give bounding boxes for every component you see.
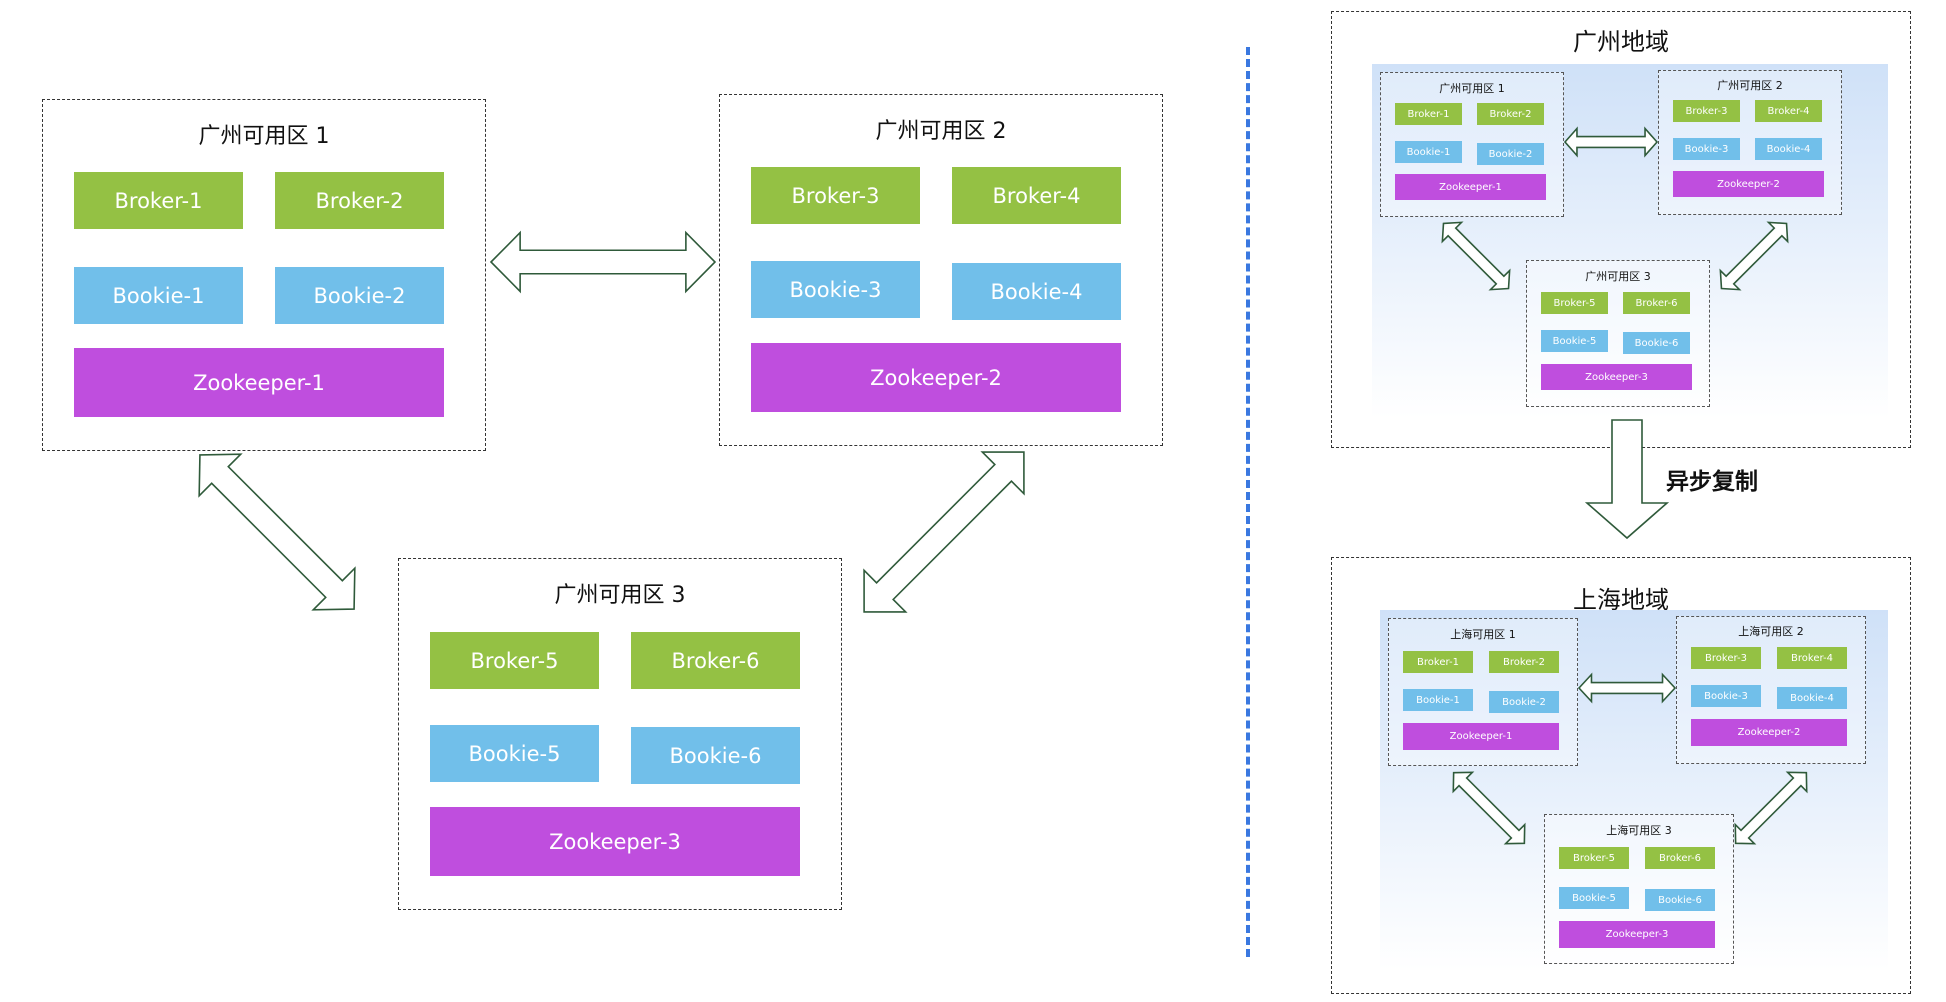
bookie-block: Bookie-2 (275, 267, 444, 324)
mini-zone: 上海可用区 3 Broker-5 Broker-6 Bookie-5 Booki… (1544, 814, 1734, 964)
broker-block: Broker-1 (74, 172, 243, 229)
bookie-block: Bookie-4 (952, 263, 1121, 320)
bookie-block: Bookie-1 (1395, 141, 1462, 163)
zookeeper-block: Zookeeper-1 (74, 348, 444, 417)
mini-zone: 上海可用区 1 Broker-1 Broker-2 Bookie-1 Booki… (1388, 618, 1578, 766)
broker-block: Broker-5 (1559, 847, 1629, 869)
bookie-block: Bookie-3 (751, 261, 920, 318)
mini-zone-title: 广州可用区 1 (1439, 82, 1505, 95)
zone-gz-2: 广州可用区 2 Broker-3 Broker-4 Bookie-3 Booki… (719, 94, 1163, 446)
arrow-zone1-zone2 (490, 231, 716, 293)
mini-zone-title: 上海可用区 3 (1606, 824, 1672, 837)
region-title: 广州地域 (1573, 28, 1669, 56)
zookeeper-block: Zookeeper-3 (1559, 921, 1715, 948)
arrow-mini-gz-1-3 (1433, 213, 1519, 299)
bookie-block: Bookie-6 (1623, 332, 1690, 354)
zone-title: 广州可用区 1 (198, 124, 330, 149)
broker-block: Broker-4 (1755, 100, 1822, 122)
mini-zone: 广州可用区 3 Broker-5 Broker-6 Bookie-5 Booki… (1526, 260, 1710, 407)
zone-gz-3: 广州可用区 3 Broker-5 Broker-6 Bookie-5 Booki… (398, 558, 842, 910)
region-title: 上海地域 (1573, 586, 1669, 614)
broker-block: Broker-5 (430, 632, 599, 689)
broker-block: Broker-4 (952, 167, 1121, 224)
divider-line (1246, 47, 1250, 957)
replication-arrow (1584, 419, 1670, 540)
zone-title: 广州可用区 2 (875, 119, 1007, 144)
zookeeper-block: Zookeeper-2 (1673, 171, 1824, 197)
zookeeper-block: Zookeeper-2 (1691, 719, 1847, 746)
bookie-block: Bookie-1 (74, 267, 243, 324)
broker-block: Broker-3 (1691, 647, 1761, 669)
broker-block: Broker-3 (1673, 100, 1740, 122)
replication-label: 异步复制 (1666, 469, 1758, 495)
bookie-block: Bookie-5 (1559, 887, 1629, 909)
arrow-mini-gz-2-3 (1711, 213, 1797, 299)
broker-block: Broker-1 (1395, 103, 1462, 125)
arrow-mini-sh-1-3 (1443, 762, 1535, 854)
mini-zone-title: 上海可用区 2 (1738, 625, 1804, 638)
arrow-zone1-zone3 (178, 433, 376, 631)
mini-zone: 上海可用区 2 Broker-3 Broker-4 Bookie-3 Booki… (1676, 616, 1866, 764)
broker-block: Broker-2 (1477, 103, 1544, 125)
broker-block: Broker-6 (1623, 292, 1690, 314)
bookie-block: Bookie-4 (1755, 138, 1822, 160)
broker-block: Broker-1 (1403, 651, 1473, 673)
bookie-block: Bookie-6 (631, 727, 800, 784)
broker-block: Broker-3 (751, 167, 920, 224)
zookeeper-block: Zookeeper-3 (1541, 364, 1692, 390)
arrow-mini-sh-2-3 (1725, 762, 1817, 854)
arrow-mini-sh-1-2 (1578, 674, 1676, 702)
arrow-zone2-zone3 (842, 430, 1046, 634)
bookie-block: Bookie-6 (1645, 889, 1715, 911)
broker-block: Broker-6 (631, 632, 800, 689)
bookie-block: Bookie-2 (1477, 143, 1544, 165)
mini-zone-title: 上海可用区 1 (1450, 628, 1516, 641)
broker-block: Broker-4 (1777, 647, 1847, 669)
zone-title: 广州可用区 3 (554, 583, 686, 608)
mini-zone: 广州可用区 2 Broker-3 Broker-4 Bookie-3 Booki… (1658, 70, 1842, 215)
zookeeper-block: Zookeeper-1 (1403, 723, 1559, 750)
region-guangzhou: 广州地域 广州可用区 1 Broker-1 Broker-2 Bookie-1 … (1331, 11, 1911, 448)
arrow-mini-gz-1-2 (1564, 128, 1658, 156)
broker-block: Broker-5 (1541, 292, 1608, 314)
mini-zone-title: 广州可用区 3 (1585, 270, 1651, 283)
broker-block: Broker-2 (275, 172, 444, 229)
broker-block: Broker-6 (1645, 847, 1715, 869)
bookie-block: Bookie-4 (1777, 687, 1847, 709)
mini-zone-title: 广州可用区 2 (1717, 79, 1783, 92)
broker-block: Broker-2 (1489, 651, 1559, 673)
bookie-block: Bookie-5 (430, 725, 599, 782)
zookeeper-block: Zookeeper-2 (751, 343, 1121, 412)
zookeeper-block: Zookeeper-3 (430, 807, 800, 876)
mini-zone: 广州可用区 1 Broker-1 Broker-2 Bookie-1 Booki… (1380, 72, 1564, 217)
zookeeper-block: Zookeeper-1 (1395, 174, 1546, 200)
bookie-block: Bookie-3 (1691, 685, 1761, 707)
bookie-block: Bookie-1 (1403, 689, 1473, 711)
zone-gz-1: 广州可用区 1 Broker-1 Broker-2 Bookie-1 Booki… (42, 99, 486, 451)
bookie-block: Bookie-5 (1541, 330, 1608, 352)
bookie-block: Bookie-2 (1489, 691, 1559, 713)
bookie-block: Bookie-3 (1673, 138, 1740, 160)
